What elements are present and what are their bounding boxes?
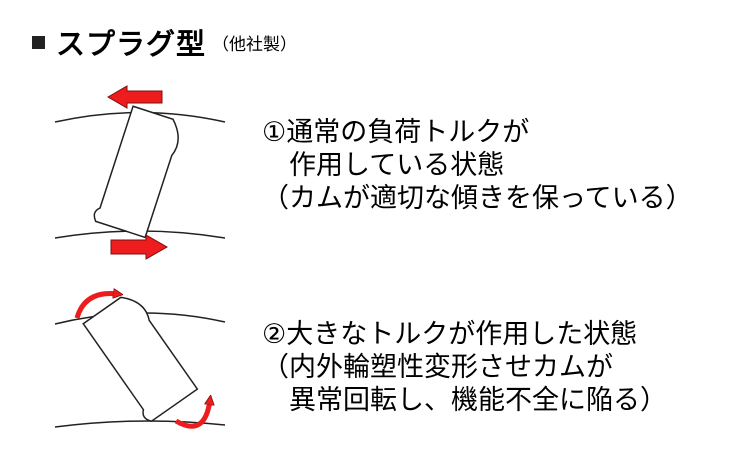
arrow-icon	[107, 85, 163, 109]
caption-line: ②大きなトルクが作用した状態	[262, 319, 638, 350]
caption-line: ①通常の負荷トルクが	[262, 117, 530, 148]
sprag-cam	[82, 296, 199, 423]
caption-line: （カムが適切な傾きを保っている）	[262, 183, 693, 214]
curved-arrow-icon	[74, 294, 118, 319]
page-title: スプラグ型 （他社製）	[32, 22, 297, 62]
sprag-cam	[93, 105, 179, 239]
title-subtitle: （他社製）	[212, 34, 298, 55]
caption-line: 異常回転し、機能不全に陥る）	[262, 385, 667, 416]
caption-normal-load: ①通常の負荷トルクが 作用している状態 （カムが適切な傾きを保っている）	[262, 116, 693, 215]
caption-overload: ②大きなトルクが作用した状態 （内外輪塑性変形させカムが 異常回転し、機能不全に…	[262, 318, 667, 417]
title-main: スプラグ型	[56, 27, 207, 61]
arrow-icon	[110, 234, 169, 260]
caption-line: 作用している状態	[262, 150, 505, 181]
curved-arrow-icon	[174, 400, 210, 429]
inner-race-line	[54, 420, 226, 428]
diagram-normal-load	[54, 85, 226, 260]
diagram-overload	[54, 290, 226, 429]
caption-line: （内外輪塑性変形させカムが	[262, 352, 613, 383]
square-bullet-icon	[32, 35, 45, 49]
